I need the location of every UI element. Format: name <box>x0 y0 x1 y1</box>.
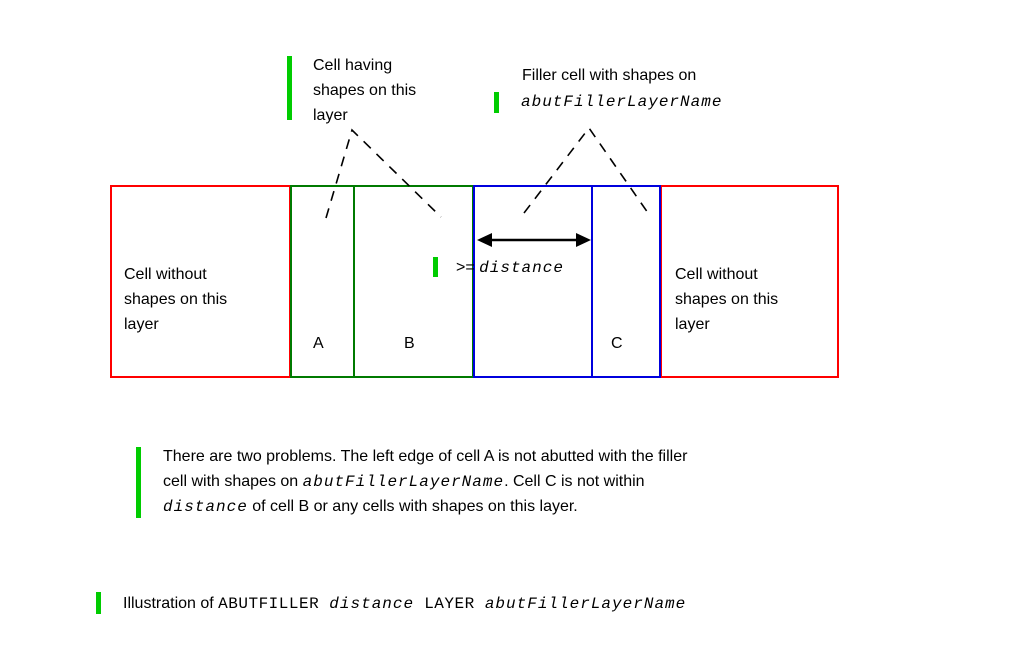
body-text: cell with shapes on <box>163 473 303 490</box>
left-cell-label: Cell without shapes on this layer <box>124 266 228 333</box>
cell-rect-right-red <box>660 185 839 378</box>
body-text: of cell B or any cells with shapes on th… <box>247 498 578 515</box>
body-abut-filler-layer-name: abutFillerLayerName <box>302 473 505 491</box>
cell-a-label: A <box>313 335 324 352</box>
green-marker-bar <box>433 257 438 277</box>
body-line-1: There are two problems. The left edge of… <box>163 444 687 469</box>
cell-b-label: B <box>404 335 415 352</box>
caption-keyword-abutfiller: ABUTFILLER <box>218 595 330 613</box>
filler-cell-rect <box>473 185 593 378</box>
caption-param-distance: distance <box>329 595 415 613</box>
label-filler-cell-line1: Filler cell with shapes on <box>522 67 697 84</box>
body-line-2: cell with shapes on abutFillerLayerName.… <box>163 469 645 495</box>
caption-param-layer-name: abutFillerLayerName <box>484 595 687 613</box>
caption-text: Illustration of <box>123 595 219 612</box>
right-cell-label: Cell without shapes on this layer <box>675 266 779 333</box>
body-distance: distance <box>163 498 248 516</box>
green-marker-bar <box>96 592 101 614</box>
label-cell-having-shapes: Cell having shapes on this layer <box>313 57 417 124</box>
distance-label: distance <box>479 259 564 277</box>
body-text: There are two problems. The left edge of… <box>163 448 688 465</box>
body-text: . Cell C is not within <box>504 473 645 490</box>
cell-c-label: C <box>611 335 623 352</box>
green-marker-bar <box>287 56 292 120</box>
cell-rect-left-red <box>110 185 291 378</box>
green-marker-bar <box>494 92 499 113</box>
green-marker-bar <box>136 447 141 518</box>
cell-rect-c <box>591 185 661 378</box>
figure-caption: Illustration of ABUTFILLER distance LAYE… <box>123 591 686 617</box>
distance-annotation: >= distance <box>456 257 564 279</box>
label-filler-layer-name: abutFillerLayerName <box>521 93 723 111</box>
distance-operator: >= <box>456 259 475 276</box>
caption-keyword-layer: LAYER <box>414 595 485 613</box>
body-line-3: distance of cell B or any cells with sha… <box>163 494 578 520</box>
